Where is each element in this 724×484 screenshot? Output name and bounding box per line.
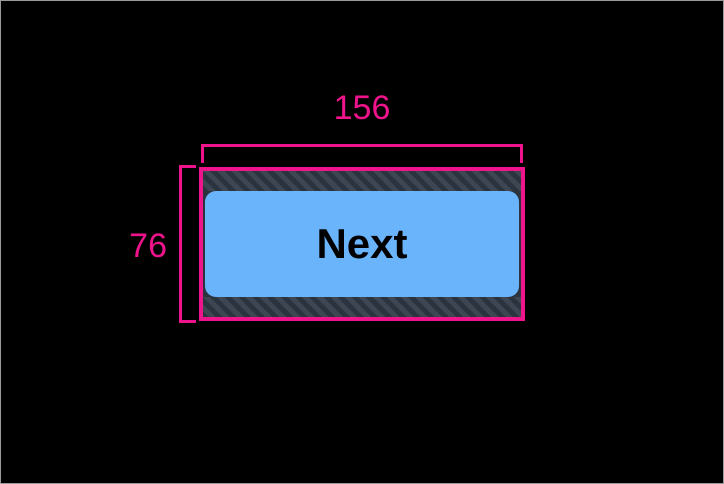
bottom-inset-hatch — [203, 297, 521, 317]
selected-element-bounds[interactable]: Next — [199, 167, 525, 321]
width-dimension-bracket — [201, 144, 523, 163]
next-button-label: Next — [316, 220, 408, 267]
height-dimension-label: 76 — [129, 227, 167, 265]
width-dimension-label: 156 — [333, 89, 391, 127]
next-button[interactable]: Next — [205, 191, 519, 297]
height-dimension-bracket — [179, 165, 196, 323]
top-inset-hatch — [203, 171, 521, 191]
element-box-model: Next — [203, 171, 521, 317]
